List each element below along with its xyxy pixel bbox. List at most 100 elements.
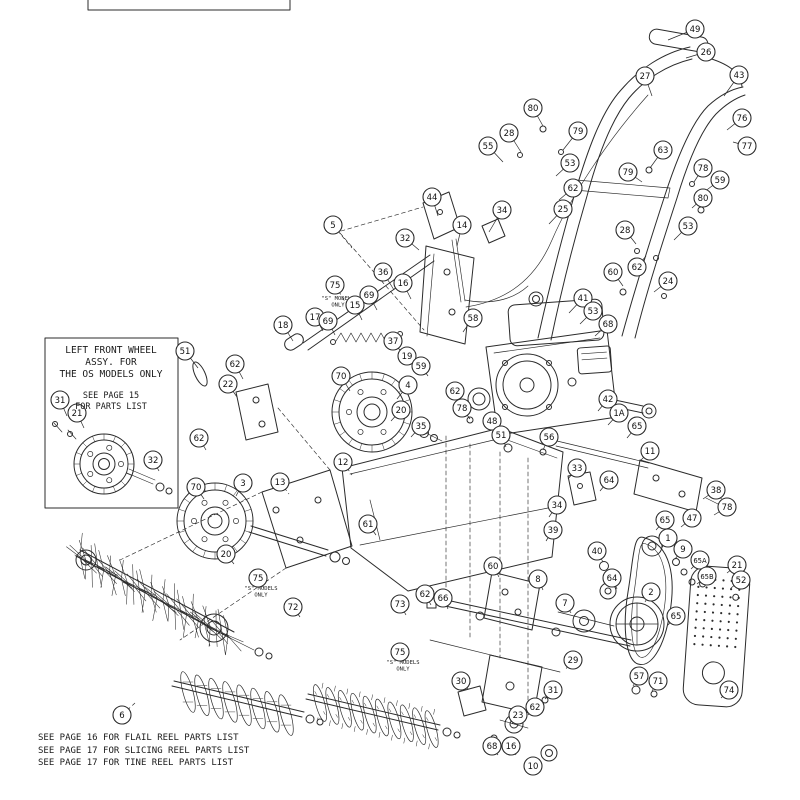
handle-hardware	[517, 125, 705, 299]
svg-text:62: 62	[568, 184, 579, 194]
s-models-note: "S" MODELS	[244, 586, 277, 592]
inset-title-line1: LEFT FRONT WHEEL	[65, 345, 157, 356]
svg-text:77: 77	[742, 142, 753, 152]
callout-53: 53	[583, 301, 603, 321]
svg-text:23: 23	[513, 711, 524, 721]
svg-text:65B: 65B	[700, 573, 714, 581]
svg-text:68: 68	[487, 742, 498, 752]
callout-73: 73	[390, 594, 410, 614]
callout-55: 55	[478, 136, 498, 156]
svg-text:14: 14	[457, 221, 468, 231]
svg-text:32: 32	[148, 456, 159, 466]
engine-block	[485, 329, 618, 436]
svg-text:26: 26	[701, 48, 712, 58]
svg-text:80: 80	[528, 104, 539, 114]
svg-text:40: 40	[592, 547, 603, 557]
callout-42: 42	[598, 389, 618, 409]
callout-25: 25	[553, 199, 573, 219]
svg-text:25: 25	[558, 205, 569, 215]
callout-80: 80	[523, 98, 543, 118]
tine-reel	[171, 680, 324, 726]
svg-text:68: 68	[603, 320, 614, 330]
alignment-lines	[445, 435, 529, 701]
callout-3: 3	[233, 473, 253, 493]
inset-box	[44, 337, 179, 509]
svg-text:34: 34	[497, 206, 508, 216]
svg-text:62: 62	[632, 263, 643, 273]
svg-text:49: 49	[690, 25, 701, 35]
rear-axle	[426, 596, 632, 673]
svg-text:24: 24	[663, 277, 674, 287]
svg-text:73: 73	[395, 600, 406, 610]
svg-text:52: 52	[736, 576, 747, 586]
svg-text:11: 11	[645, 447, 656, 457]
svg-text:78: 78	[457, 404, 468, 414]
svg-text:64: 64	[604, 476, 615, 486]
svg-text:60: 60	[488, 562, 499, 572]
inset-subtitle-line1: SEE PAGE 15	[83, 391, 139, 401]
callout-75: 75	[248, 568, 268, 588]
callout-31: 31	[543, 680, 563, 700]
callout-34: 34	[547, 495, 567, 515]
svg-text:79: 79	[573, 127, 584, 137]
callout-27: 27	[635, 66, 655, 86]
inset-title-line3: THE OS MODELS ONLY	[60, 369, 163, 380]
callout-43: 43	[729, 65, 749, 85]
callout-53: 53	[560, 153, 580, 173]
callout-26: 26	[696, 42, 716, 62]
callout-79: 79	[568, 121, 588, 141]
callout-15: 15	[345, 295, 365, 315]
svg-text:5: 5	[330, 221, 335, 231]
svg-text:62: 62	[530, 703, 541, 713]
svg-text:57: 57	[634, 672, 645, 682]
svg-text:39: 39	[548, 526, 559, 536]
link-rod	[451, 238, 466, 303]
callout-69: 69	[359, 285, 379, 305]
svg-text:19: 19	[402, 352, 413, 362]
callout-1A: 1A	[609, 403, 629, 423]
svg-text:35: 35	[416, 422, 427, 432]
callout-1: 1	[658, 528, 678, 548]
callout-41: 41	[573, 288, 593, 308]
callout-62: 62	[189, 428, 209, 448]
svg-text:2: 2	[648, 588, 653, 598]
svg-text:74: 74	[724, 686, 735, 696]
belt-drive	[557, 535, 673, 666]
recoil-starter	[495, 353, 559, 417]
top-title-box	[87, 0, 291, 11]
callout-47: 47	[682, 508, 702, 528]
callout-64: 64	[599, 470, 619, 490]
svg-text:70: 70	[336, 372, 347, 382]
svg-text:59: 59	[416, 362, 427, 372]
svg-text:58: 58	[468, 314, 479, 324]
lever-knob	[284, 333, 304, 351]
roller	[540, 744, 558, 762]
callout-70: 70	[186, 477, 206, 497]
svg-text:65: 65	[660, 516, 671, 526]
svg-text:62: 62	[450, 387, 461, 397]
svg-text:8: 8	[535, 575, 540, 585]
callout-44: 44	[422, 187, 442, 207]
callout-63: 63	[653, 140, 673, 160]
svg-text:18: 18	[278, 321, 289, 331]
callout-51: 51	[175, 341, 195, 361]
svg-text:69: 69	[323, 317, 334, 327]
callout-2: 2	[641, 582, 661, 602]
fuel-cap	[528, 291, 544, 307]
main-deck	[341, 427, 564, 592]
callout-5: 5	[323, 215, 343, 235]
svg-text:51: 51	[496, 431, 507, 441]
svg-text:61: 61	[363, 520, 374, 530]
callout-9: 9	[673, 539, 693, 559]
callout-36: 36	[373, 262, 393, 282]
svg-text:3: 3	[240, 479, 245, 489]
svg-text:60: 60	[608, 268, 619, 278]
callout-35: 35	[411, 416, 431, 436]
callout-62: 62	[225, 354, 245, 374]
svg-text:44: 44	[427, 193, 438, 203]
svg-text:53: 53	[683, 222, 694, 232]
svg-text:65A: 65A	[693, 557, 707, 565]
driven-pulley	[609, 596, 665, 652]
callout-65: 65	[666, 606, 686, 626]
svg-text:75: 75	[330, 281, 341, 291]
